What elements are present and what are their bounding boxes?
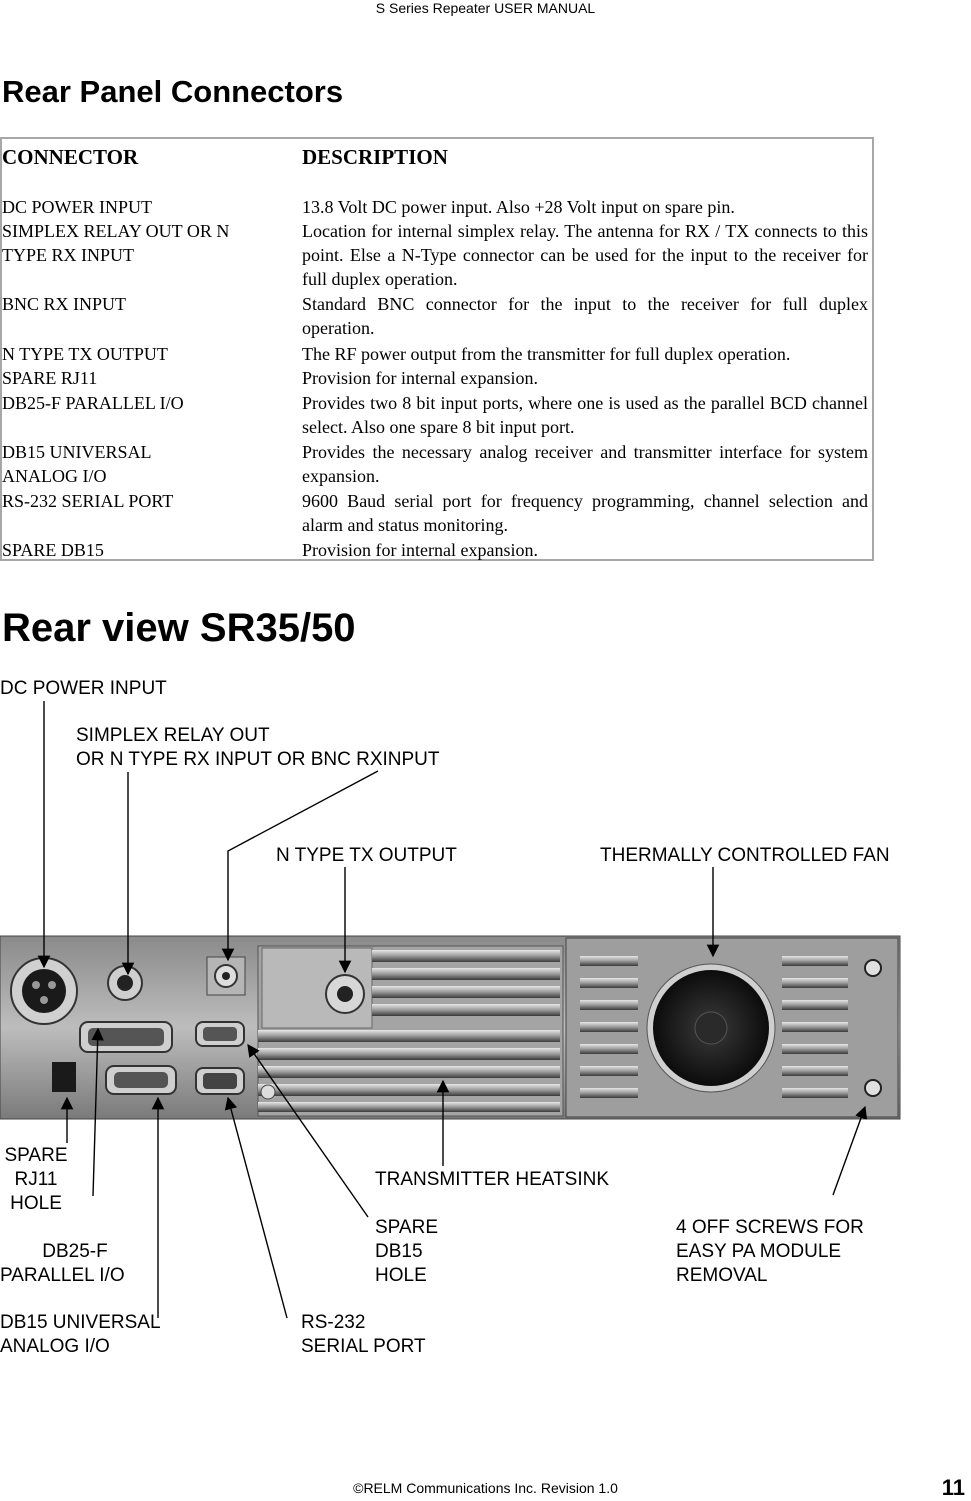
ntype-tx-connector [326, 975, 364, 1013]
spare-db15-connector [196, 1022, 244, 1046]
callout-screws-line2: EASY PA MODULE [676, 1239, 841, 1264]
callout-screws-line1: 4 OFF SCREWS FOR [676, 1215, 864, 1240]
callout-db15-universal-line2: ANALOG I/O [0, 1334, 110, 1359]
callout-rs232-line2: SERIAL PORT [301, 1334, 426, 1359]
callout-simplex-line1: SIMPLEX RELAY OUT [76, 723, 270, 748]
callout-db25-line1: DB25-F [0, 1239, 150, 1264]
simplex-relay-connector [108, 966, 142, 1000]
callout-rs232-line1: RS-232 [301, 1310, 365, 1335]
rj11-jack [52, 1062, 76, 1092]
db15-universal-connector [106, 1066, 176, 1094]
callout-ntype-tx-output: N TYPE TX OUTPUT [276, 843, 457, 868]
callout-spare-rj11-line1: SPARE [0, 1143, 72, 1168]
callout-spare-db15-line3: HOLE [375, 1263, 427, 1288]
repeater-rear-panel-photo [0, 936, 900, 1119]
callout-thermally-controlled-fan: THERMALLY CONTROLLED FAN [600, 843, 890, 868]
callout-screws-line3: REMOVAL [676, 1263, 768, 1288]
callout-simplex-line2: OR N TYPE RX INPUT OR BNC RXINPUT [76, 747, 440, 772]
callout-spare-rj11-line2: RJ11 [0, 1167, 72, 1192]
callout-spare-db15-line1: SPARE [375, 1215, 438, 1240]
callout-dc-power-input: DC POWER INPUT [0, 676, 167, 701]
callout-spare-db15-line2: DB15 [375, 1239, 423, 1264]
callout-transmitter-heatsink: TRANSMITTER HEATSINK [375, 1167, 609, 1192]
rs232-connector [196, 1068, 244, 1094]
callout-db25-line2: PARALLEL I/O [0, 1263, 125, 1288]
callout-db15-universal-line1: DB15 UNIVERSAL [0, 1310, 161, 1335]
bnc-rx-connector [207, 957, 245, 995]
footer-copyright: ©RELM Communications Inc. Revision 1.0 [0, 1480, 971, 1496]
thermally-controlled-fan [647, 964, 775, 1092]
db25-connector [80, 1022, 172, 1052]
page-number: 11 [942, 1476, 965, 1500]
callout-spare-rj11-line3: HOLE [0, 1191, 72, 1216]
dc-power-connector [11, 958, 77, 1024]
